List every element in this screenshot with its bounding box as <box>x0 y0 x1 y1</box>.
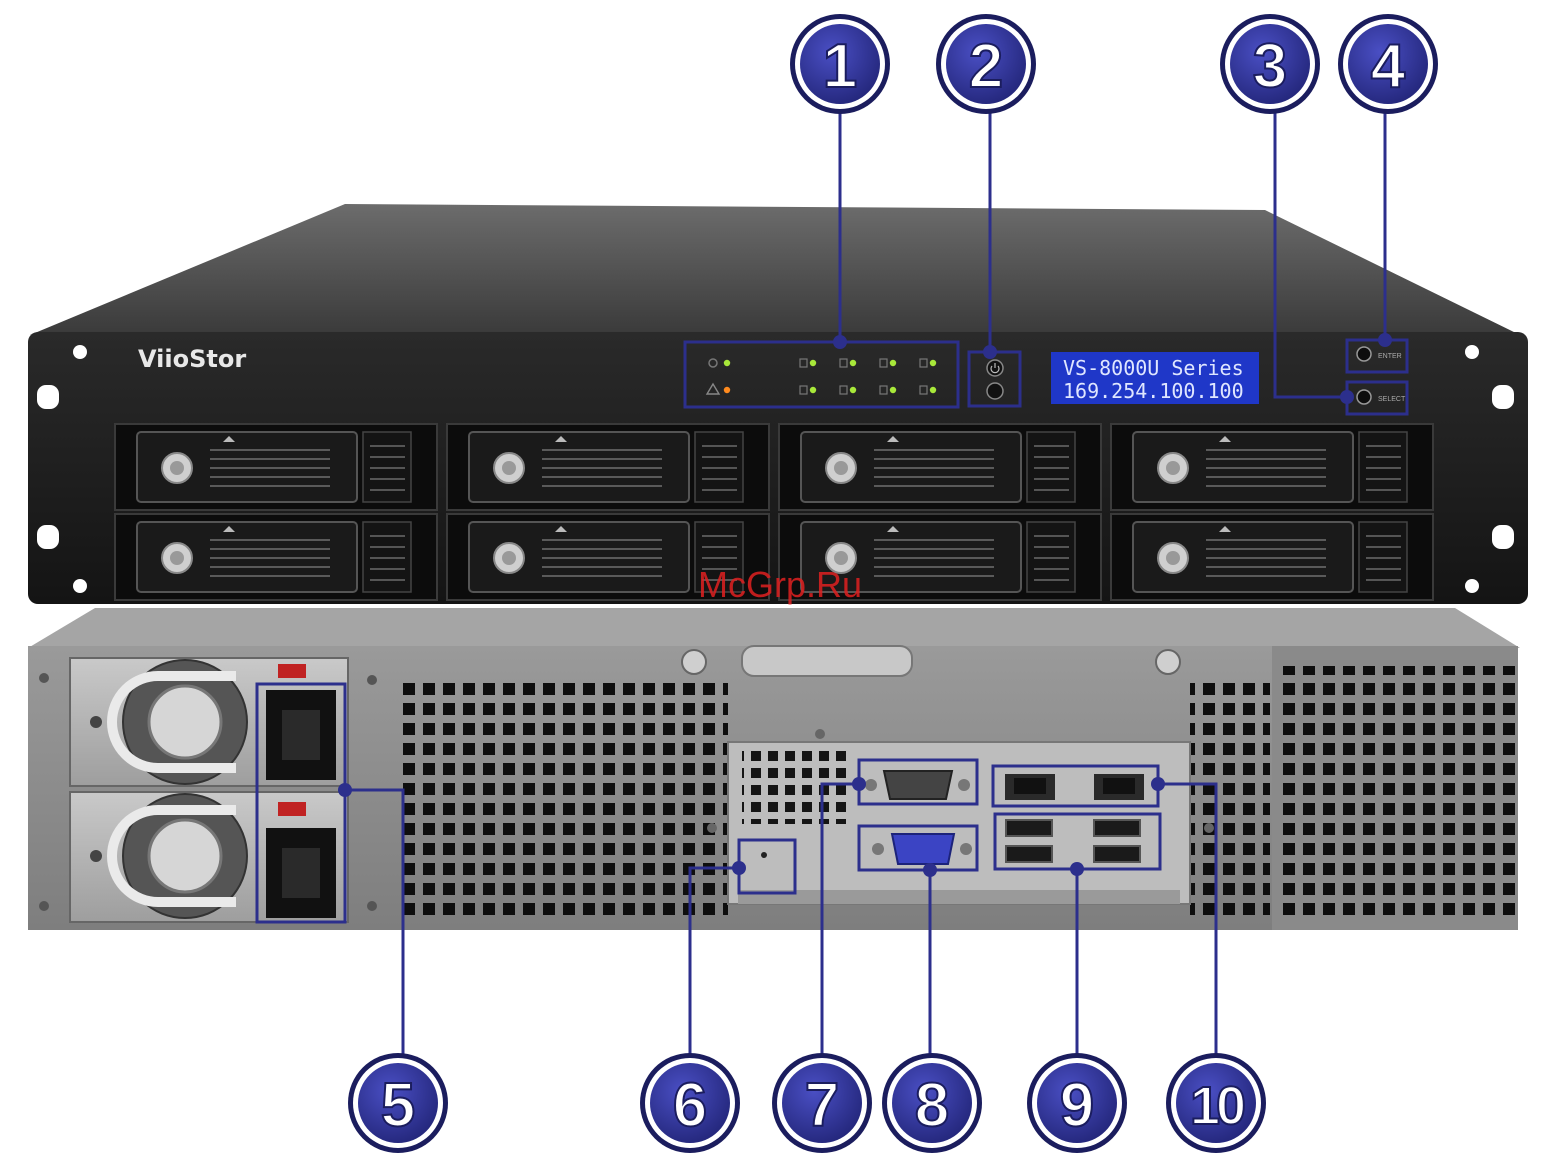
drive-tray[interactable] <box>115 514 437 600</box>
io-plate <box>707 729 1214 904</box>
screw <box>39 673 49 683</box>
rack-screw-hole <box>1465 579 1479 593</box>
callout-9: 9 <box>1027 1053 1127 1153</box>
callout-3-number: 3 <box>1253 32 1287 101</box>
psu-latch <box>278 802 306 816</box>
callout-6-number: 6 <box>673 1071 707 1140</box>
thumb-screw <box>1156 650 1180 674</box>
callout-8: 8 <box>882 1053 982 1153</box>
usb-port[interactable] <box>1006 846 1052 862</box>
screw <box>39 901 49 911</box>
callout-10: 10 <box>1166 1053 1266 1153</box>
tray-lock-icon[interactable] <box>162 453 192 483</box>
callout-6: 6 <box>640 1053 740 1153</box>
rack-slot <box>37 385 59 409</box>
screw <box>367 675 377 685</box>
callout-10-number: 10 <box>1190 1076 1244 1136</box>
usb-port[interactable] <box>1094 846 1140 862</box>
callout-4: 4 <box>1338 14 1438 114</box>
tray-lock-icon[interactable] <box>1158 453 1188 483</box>
rear-chassis-top <box>28 608 1520 648</box>
drive-tray[interactable] <box>447 424 769 510</box>
enter-button-label: ENTER <box>1378 353 1402 360</box>
drive-tray[interactable] <box>1111 514 1433 600</box>
rear-handle <box>742 646 912 676</box>
lcd-line-1: VS-8000U Series <box>1063 356 1244 380</box>
reset-pinhole[interactable] <box>761 852 767 858</box>
chassis-top <box>30 204 1520 335</box>
callout-7: 7 <box>772 1053 872 1153</box>
callout-5-number: 5 <box>381 1071 415 1140</box>
callout-1-number: 1 <box>823 32 857 101</box>
lcd-line-2: 169.254.100.100 <box>1063 379 1244 403</box>
callout-3: 3 <box>1220 14 1320 114</box>
power-inlet-2[interactable] <box>266 828 336 918</box>
usb-port[interactable] <box>1006 820 1052 836</box>
vent-grille <box>398 682 728 922</box>
tray-lock-icon[interactable] <box>494 543 524 573</box>
vent-grille <box>742 748 852 824</box>
brand-logo: ViioStor <box>138 345 246 373</box>
drive-tray[interactable] <box>1111 424 1433 510</box>
rack-screw-hole <box>73 345 87 359</box>
screw <box>707 823 717 833</box>
lan-port-2[interactable] <box>1094 774 1144 800</box>
screw <box>815 729 825 739</box>
drive-tray[interactable] <box>115 424 437 510</box>
callout-5: 5 <box>348 1053 448 1153</box>
psu-latch <box>278 664 306 678</box>
tray-lock-icon[interactable] <box>162 543 192 573</box>
screw <box>367 901 377 911</box>
rack-screw-hole <box>73 579 87 593</box>
drive-tray[interactable] <box>779 424 1101 510</box>
callout-2-number: 2 <box>969 32 1003 101</box>
tray-lock-icon[interactable] <box>494 453 524 483</box>
front-unit: ViioStor VS-8000U Series 169.254.100.100 <box>28 204 1528 604</box>
watermark: McGrp.Ru <box>698 564 862 605</box>
callout-1: 1 <box>790 14 890 114</box>
rack-slot <box>1492 385 1514 409</box>
usb-port[interactable] <box>1094 820 1140 836</box>
rack-screw-hole <box>1465 345 1479 359</box>
vent-grille <box>1190 682 1270 922</box>
callout-2: 2 <box>936 14 1036 114</box>
reset-button[interactable] <box>987 383 1003 399</box>
tray-lock-icon[interactable] <box>826 453 856 483</box>
vent-grille <box>1280 666 1516 922</box>
callout-4-number: 4 <box>1371 32 1406 101</box>
select-button-label: SELECT <box>1378 396 1406 403</box>
rear-unit <box>28 608 1520 930</box>
callout-8-number: 8 <box>915 1071 949 1140</box>
screw <box>1204 823 1214 833</box>
thumb-screw <box>682 650 706 674</box>
rack-slot <box>37 525 59 549</box>
tray-lock-icon[interactable] <box>1158 543 1188 573</box>
power-inlet-1[interactable] <box>266 690 336 780</box>
rack-slot <box>1492 525 1514 549</box>
callout-9-number: 9 <box>1060 1071 1094 1140</box>
lan-port-1[interactable] <box>1005 774 1055 800</box>
callout-7-number: 7 <box>805 1071 839 1140</box>
